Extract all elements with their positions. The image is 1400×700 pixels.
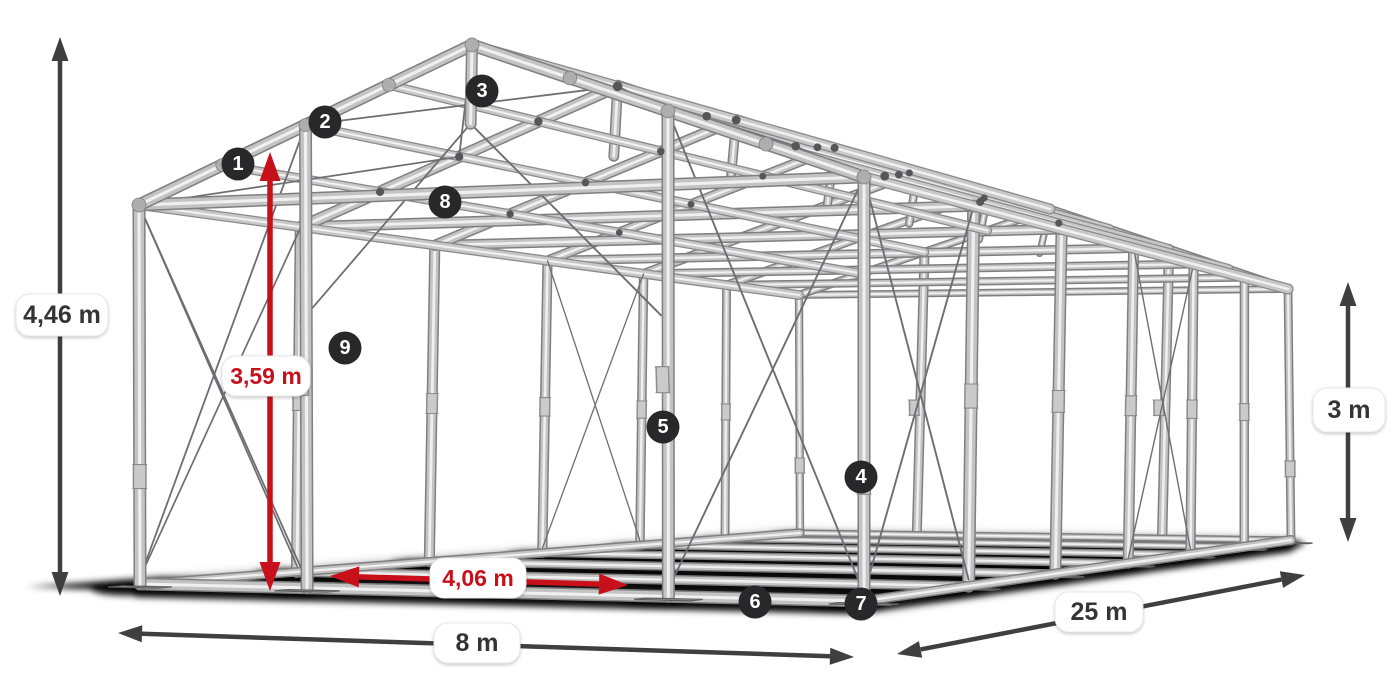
svg-text:4: 4 xyxy=(855,466,867,488)
svg-text:6: 6 xyxy=(749,591,760,613)
part-badge-7[interactable]: 7 xyxy=(844,587,878,621)
part-badge-3[interactable]: 3 xyxy=(465,74,499,108)
svg-text:9: 9 xyxy=(339,337,350,359)
svg-text:3,59 m: 3,59 m xyxy=(230,363,302,389)
svg-text:1: 1 xyxy=(232,153,243,175)
dimension-label-side-height: 3 m xyxy=(1312,387,1386,433)
svg-text:5: 5 xyxy=(657,416,668,438)
dimension-label-width: 8 m xyxy=(433,622,521,664)
part-badge-9[interactable]: 9 xyxy=(328,331,362,365)
part-badge-2[interactable]: 2 xyxy=(308,105,342,139)
dimension-label-length: 25 m xyxy=(1054,591,1144,633)
svg-text:4,06 m: 4,06 m xyxy=(442,565,514,591)
frame-structure xyxy=(108,37,1313,608)
svg-text:2: 2 xyxy=(319,111,330,133)
part-badges: 1 2 3 4 5 6 7 8 9 xyxy=(221,74,878,621)
dimension-annotations: 4,46 m 8 m 25 m 3 m 3,59 m 4,06 m xyxy=(15,37,1386,665)
part-badge-8[interactable]: 8 xyxy=(428,185,462,219)
part-badge-1[interactable]: 1 xyxy=(221,147,255,181)
svg-text:8 m: 8 m xyxy=(455,629,498,657)
part-badge-4[interactable]: 4 xyxy=(844,460,878,494)
dimension-label-entrance-height: 3,59 m xyxy=(221,355,311,397)
svg-text:7: 7 xyxy=(855,593,866,615)
dimension-label-total-height: 4,46 m xyxy=(15,293,109,337)
part-badge-5[interactable]: 5 xyxy=(646,410,680,444)
dimension-label-entrance-width: 4,06 m xyxy=(429,557,527,599)
svg-text:3: 3 xyxy=(476,80,487,102)
svg-text:8: 8 xyxy=(439,191,450,213)
part-badge-6[interactable]: 6 xyxy=(738,585,772,619)
svg-text:25 m: 25 m xyxy=(1071,598,1128,626)
svg-text:4,46 m: 4,46 m xyxy=(23,301,101,329)
svg-text:3 m: 3 m xyxy=(1327,396,1370,424)
